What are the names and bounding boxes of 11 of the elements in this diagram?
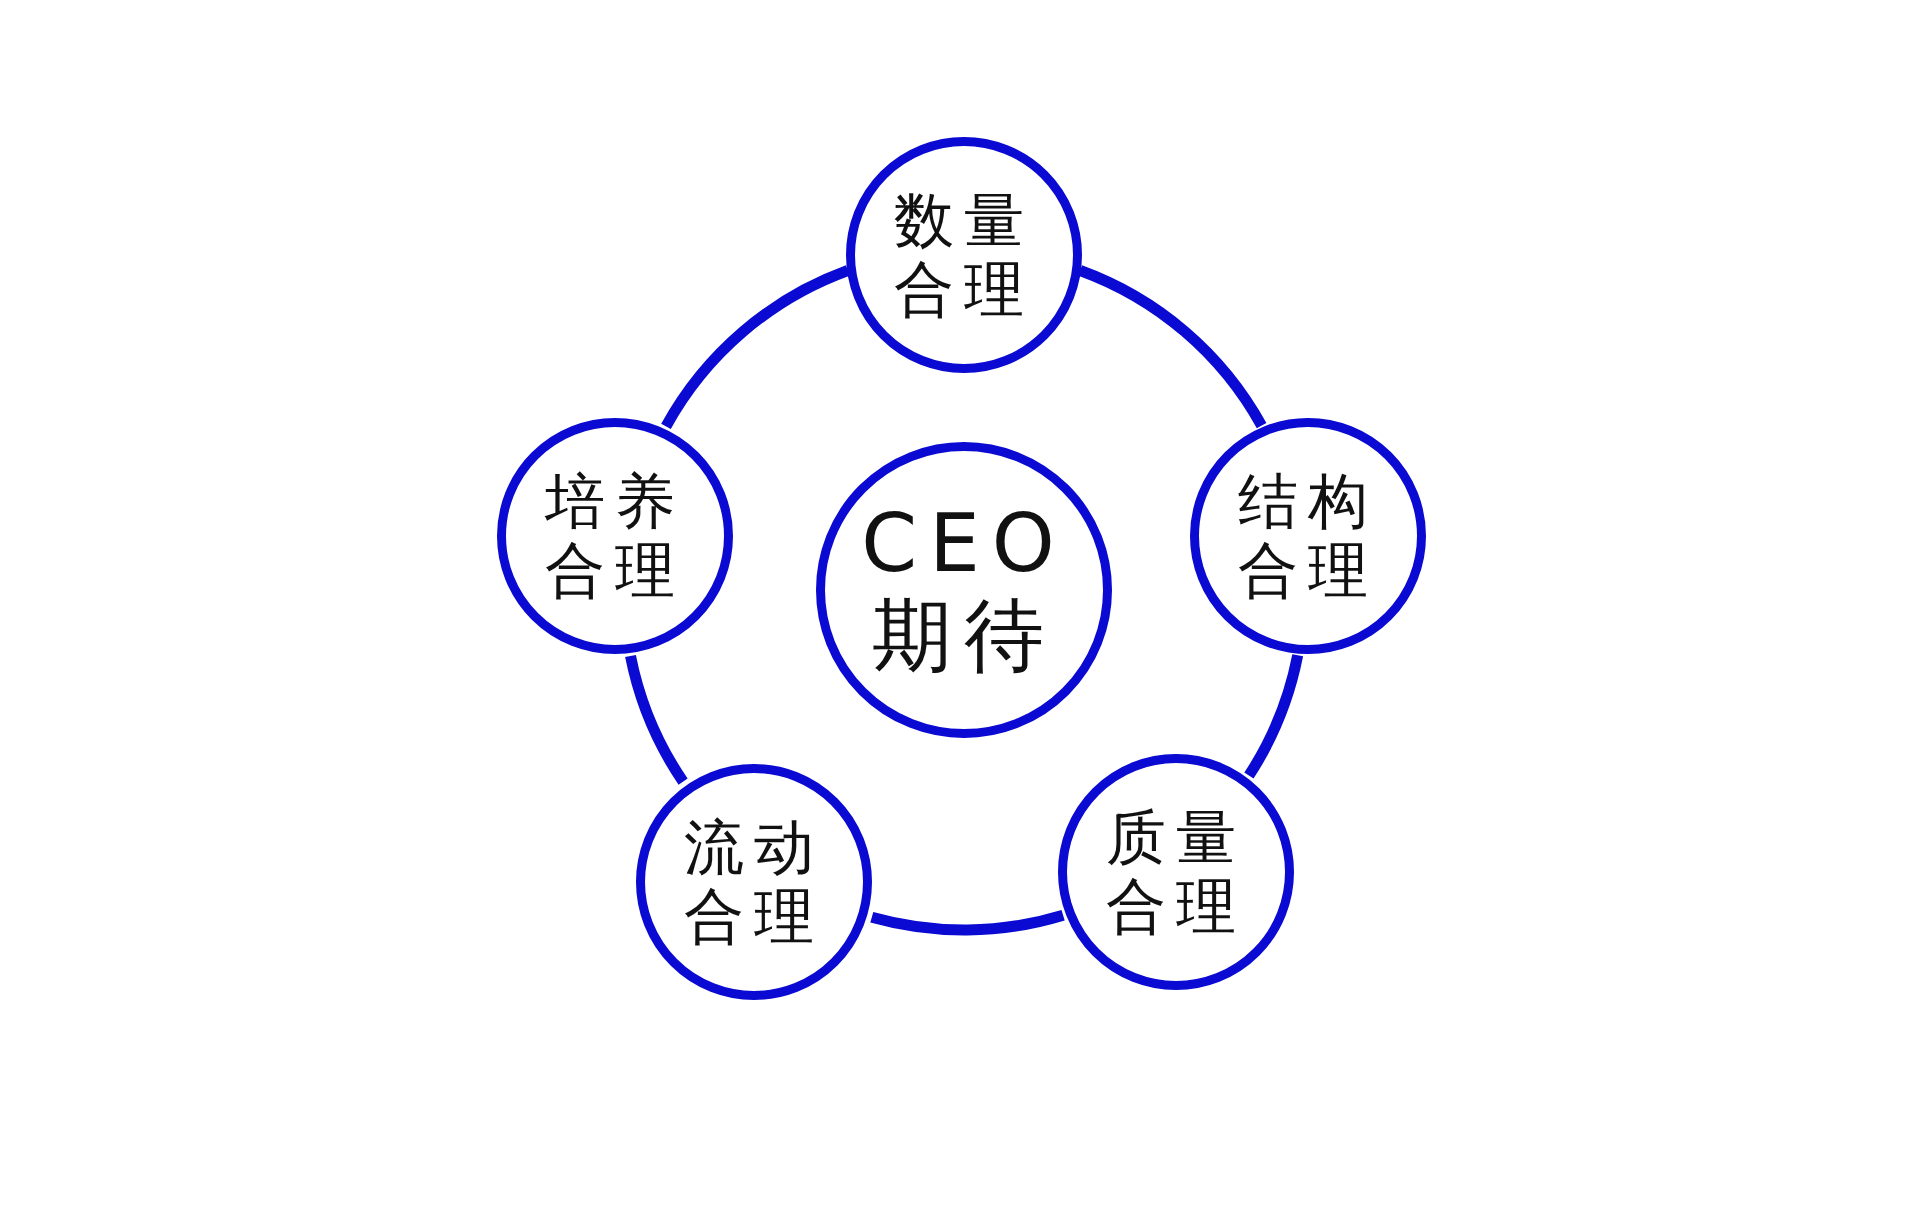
- node-label: 质量合理: [1105, 803, 1247, 941]
- node-label: 结构合理: [1237, 467, 1379, 605]
- node-label: 培养合理: [544, 467, 686, 605]
- ring-arc: [1244, 654, 1304, 779]
- ring-arc: [1078, 265, 1267, 429]
- ring-arc: [870, 909, 1065, 936]
- ring-arc: [661, 265, 850, 430]
- node-label: 数量合理: [893, 186, 1035, 324]
- node-label: CEO期待: [860, 498, 1068, 682]
- ring-arc: [625, 654, 688, 785]
- node-label: 流动合理: [683, 813, 825, 951]
